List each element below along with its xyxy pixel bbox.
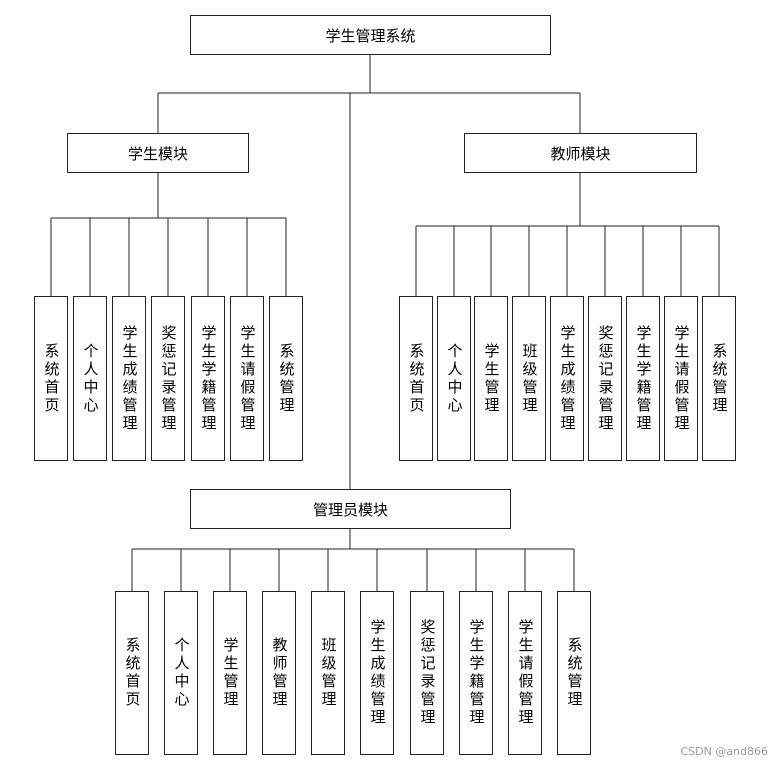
student-leaf-label: 系统首页: [42, 342, 61, 415]
student-leaf-label: 系统管理: [277, 342, 296, 415]
admin-leaf-label: 教师管理: [270, 637, 289, 709]
student-leaf: 学生学籍管理: [191, 296, 225, 461]
teacher-leaf-label: 学生成绩管理: [558, 324, 577, 433]
teacher-leaf: 系统管理: [702, 296, 736, 461]
teacher-leaf: 学生请假管理: [664, 296, 698, 461]
admin-leaf: 班级管理: [311, 591, 345, 755]
admin-leaf-label: 学生学籍管理: [467, 619, 486, 727]
admin-leaf-label: 班级管理: [319, 637, 338, 709]
teacher-leaf: 奖惩记录管理: [588, 296, 622, 461]
admin-leaf: 学生请假管理: [508, 591, 542, 755]
admin-leaf: 学生学籍管理: [459, 591, 493, 755]
root-node: 学生管理系统: [190, 15, 551, 55]
admin-leaf-label: 系统首页: [123, 637, 142, 709]
admin-leaf-label: 学生管理: [221, 637, 240, 709]
student-leaf: 学生成绩管理: [112, 296, 146, 461]
teacher-leaf: 班级管理: [512, 296, 546, 461]
admin-leaf: 系统首页: [115, 591, 149, 755]
student-leaf: 个人中心: [73, 296, 107, 461]
student-leaf: 奖惩记录管理: [151, 296, 185, 461]
teacher-leaf-label: 学生学籍管理: [634, 324, 653, 433]
admin-leaf: 奖惩记录管理: [410, 591, 444, 755]
teacher-leaf: 个人中心: [437, 296, 471, 461]
admin-leaf-label: 奖惩记录管理: [418, 619, 437, 727]
admin-leaf-label: 系统管理: [565, 637, 584, 709]
teacher-leaf: 学生管理: [474, 296, 508, 461]
admin-module-node: 管理员模块: [190, 489, 511, 529]
teacher-leaf: 学生成绩管理: [550, 296, 584, 461]
student-leaf-label: 学生请假管理: [238, 324, 257, 433]
student-module-node: 学生模块: [67, 133, 249, 173]
teacher-leaf-label: 系统首页: [407, 342, 426, 415]
teacher-leaf: 系统首页: [399, 296, 433, 461]
admin-leaf: 教师管理: [262, 591, 296, 755]
student-leaf-label: 学生成绩管理: [120, 324, 139, 433]
watermark: CSDN @and866: [680, 745, 768, 758]
student-leaf: 系统管理: [269, 296, 303, 461]
teacher-leaf-label: 系统管理: [710, 342, 729, 415]
student-leaf: 系统首页: [34, 296, 68, 461]
admin-leaf: 个人中心: [164, 591, 198, 755]
admin-leaf-label: 学生成绩管理: [368, 619, 387, 727]
admin-leaf: 系统管理: [557, 591, 591, 755]
student-leaf-label: 学生学籍管理: [199, 324, 218, 433]
teacher-module-node: 教师模块: [464, 133, 697, 173]
admin-leaf: 学生成绩管理: [360, 591, 394, 755]
teacher-leaf-label: 班级管理: [520, 342, 539, 415]
admin-leaf: 学生管理: [213, 591, 247, 755]
teacher-leaf: 学生学籍管理: [626, 296, 660, 461]
student-leaf-label: 个人中心: [81, 342, 100, 415]
admin-leaf-label: 学生请假管理: [516, 619, 535, 727]
student-leaf-label: 奖惩记录管理: [159, 324, 178, 433]
teacher-leaf-label: 学生请假管理: [672, 324, 691, 433]
teacher-leaf-label: 奖惩记录管理: [596, 324, 615, 433]
admin-leaf-label: 个人中心: [172, 637, 191, 709]
teacher-leaf-label: 个人中心: [445, 342, 464, 415]
teacher-leaf-label: 学生管理: [482, 342, 501, 415]
student-leaf: 学生请假管理: [230, 296, 264, 461]
